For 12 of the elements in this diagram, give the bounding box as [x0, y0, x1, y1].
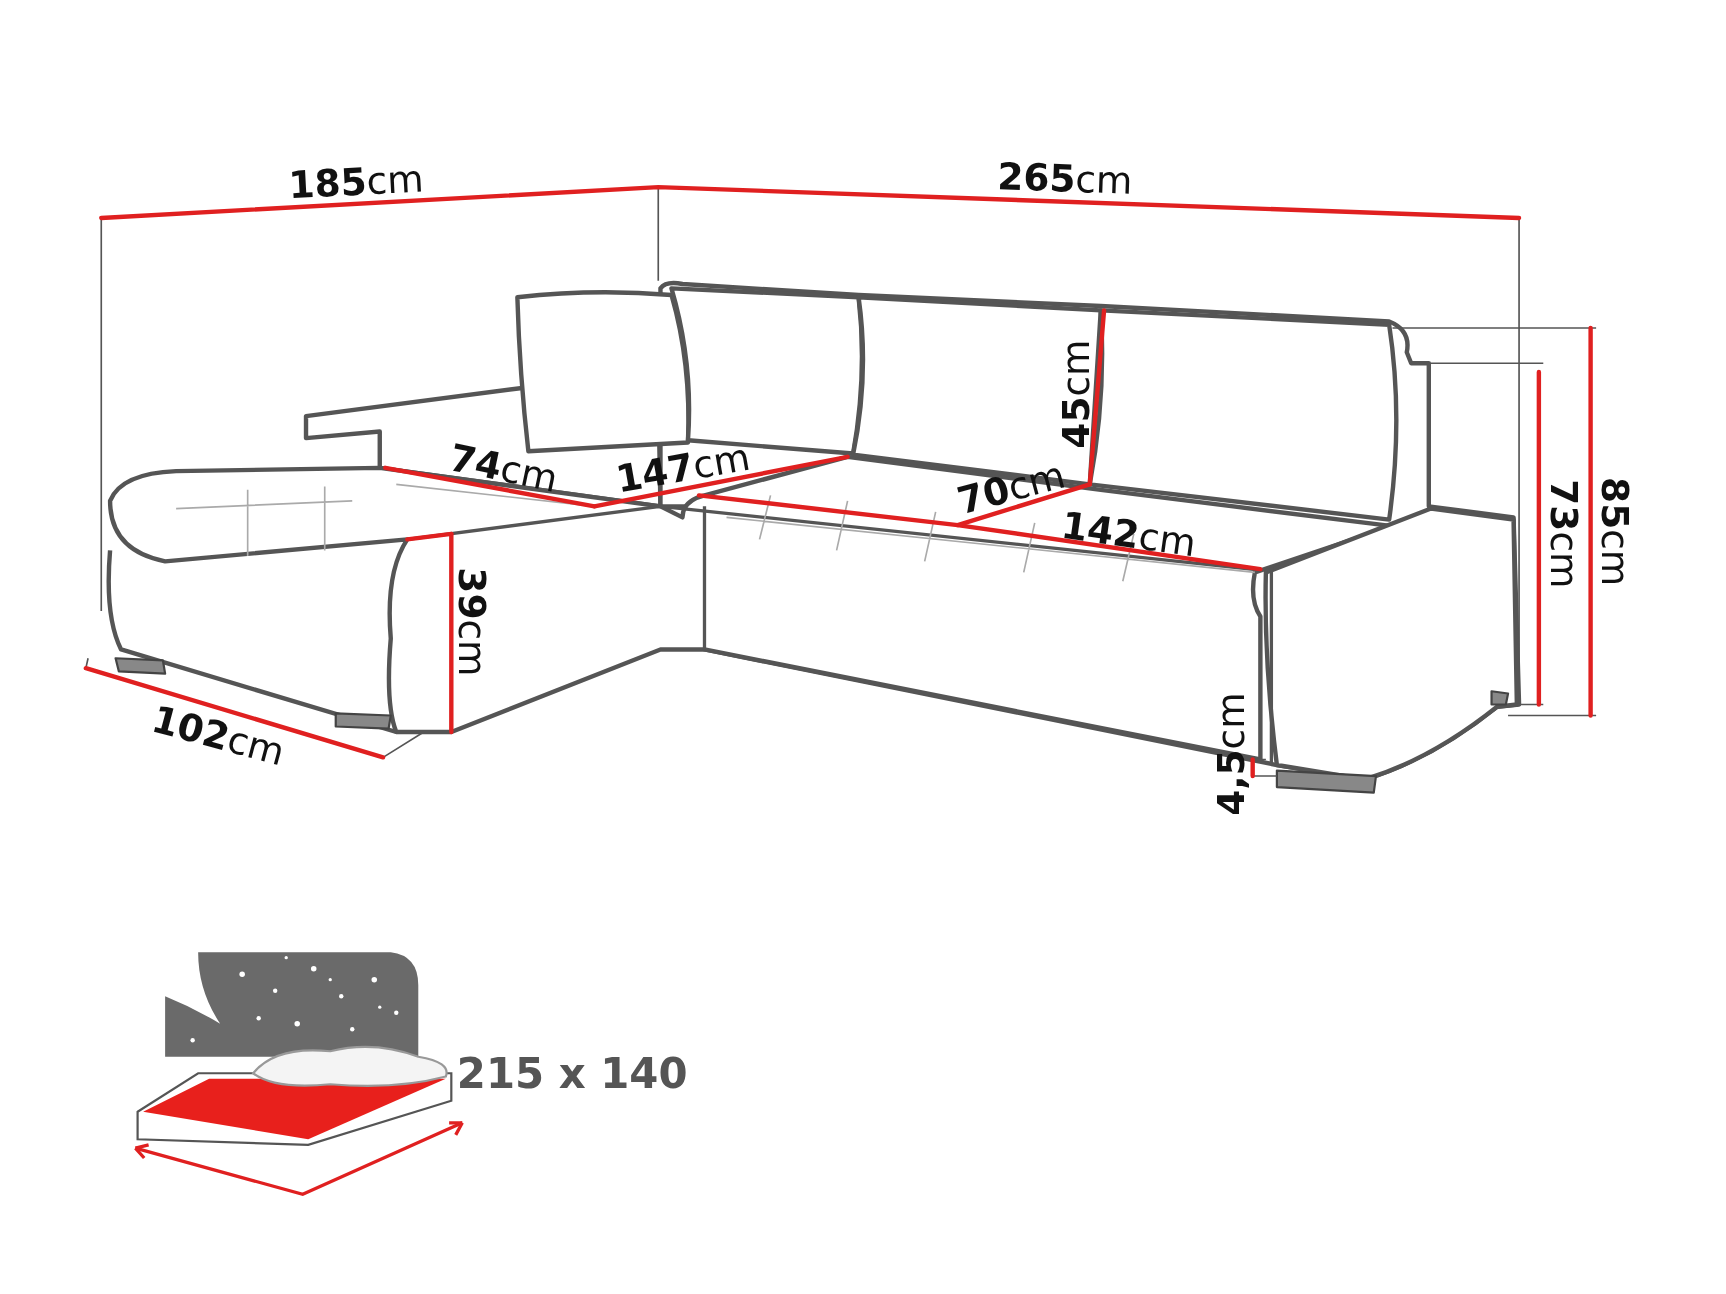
dimension-label: 85cm — [1596, 477, 1634, 587]
dimension-label: 185cm — [286, 159, 424, 204]
dimension-label: 102cm — [147, 699, 288, 771]
dimension-label: 74cm — [445, 438, 561, 498]
dimension-label: 142cm — [1058, 505, 1198, 562]
dimension-label: 147cm — [612, 437, 753, 498]
bed-size-label: 215 x 140 — [456, 1052, 688, 1095]
dimension-label: 45cm — [1056, 339, 1095, 449]
dimension-label: 39cm — [452, 567, 490, 677]
dimension-label: 265cm — [996, 157, 1133, 200]
dimension-label: 4,5cm — [1212, 692, 1250, 816]
dimension-label: 73cm — [1544, 479, 1582, 589]
